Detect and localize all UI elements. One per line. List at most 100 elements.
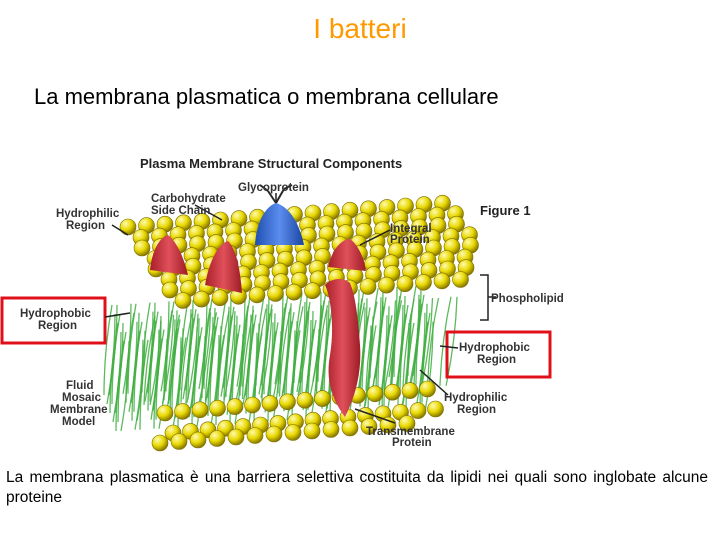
label-integral-1: Integral (390, 223, 432, 235)
label-phospholipid: Phospholipid (491, 293, 564, 305)
lipid-head (360, 418, 378, 435)
lipid-tail (424, 321, 434, 412)
lipid-head (396, 275, 414, 292)
lipid-tail (185, 318, 195, 409)
label-fluid-4: Model (62, 416, 95, 428)
peripheral-protein-left (150, 235, 188, 275)
lipid-head (303, 422, 321, 440)
lipid-head (384, 383, 401, 401)
lipid-tail (415, 294, 425, 385)
integral-protein-center (205, 241, 242, 293)
lipid-head (304, 282, 321, 299)
lipid-tail (426, 297, 440, 388)
lipid-tail (191, 336, 201, 427)
lipid-head (398, 415, 416, 432)
lipid-head (379, 416, 397, 434)
lipid-head (401, 382, 419, 399)
transmembrane-protein (325, 279, 361, 417)
label-hydrophobic-left-2: Region (38, 320, 77, 332)
lipid-tail (386, 324, 396, 415)
lipid-tail (171, 319, 181, 410)
lipid-tail (172, 337, 182, 428)
lipid-head (279, 393, 296, 411)
leader-lines (104, 193, 496, 424)
lipid-tail (223, 315, 233, 406)
lipid-head (208, 430, 226, 447)
label-integral-2: Protein (390, 234, 430, 246)
lipid-tail (399, 304, 409, 396)
lipid-tail (299, 310, 309, 402)
lipid-head (285, 283, 303, 301)
lipid-tail (261, 313, 271, 404)
lipid-tail (383, 300, 397, 390)
lipid-tail (225, 306, 235, 397)
lipid-tail (165, 301, 175, 392)
lipid-head (261, 395, 279, 412)
label-hydrophilic-bottom-1: Hydrophilic (444, 392, 508, 404)
glycoprotein-carbohydrate (259, 184, 293, 204)
figure-heading: Plasma Membrane Structural Components (140, 156, 402, 171)
label-hydrophobic-right-2: Region (477, 354, 516, 366)
lipid-tail (133, 321, 143, 412)
lipid-tail (153, 338, 163, 429)
label-carbohydrate-1: Carbohydrate (151, 193, 226, 205)
lipid-tail (272, 331, 282, 422)
lipid-tail (367, 325, 377, 416)
lipid-tail (285, 312, 295, 403)
lipid-head (452, 271, 469, 288)
lipid-head (433, 272, 451, 290)
glycoprotein-shape (255, 203, 304, 245)
lipid-tail (111, 313, 121, 405)
lipid-tail (147, 320, 157, 411)
lipid-head (193, 290, 210, 308)
lipid-tail (291, 330, 301, 421)
lipid-tail (120, 340, 130, 432)
lipid-tail (131, 330, 141, 421)
label-fluid-3: Membrane (50, 404, 108, 416)
lipid-head (415, 274, 432, 291)
lipid-tail (405, 322, 415, 414)
integral-protein-right (328, 239, 366, 271)
lipid-tail (315, 305, 329, 395)
lipid-head (156, 404, 174, 422)
label-transmembrane-2: Protein (392, 437, 432, 449)
lipid-tail (210, 334, 220, 426)
label-carbohydrate-2: Side Chain (151, 205, 210, 217)
lipid-tail (117, 331, 127, 423)
lipid-head (244, 396, 261, 414)
lipid-head (419, 380, 436, 398)
lipid-tail (286, 330, 296, 421)
lipid-head (427, 400, 444, 418)
lipid-head (248, 286, 266, 304)
lipid-head (296, 391, 314, 409)
lipid-tail (247, 314, 257, 405)
lipid-head (191, 401, 209, 419)
label-hydrophilic-top-1: Hydrophilic (56, 208, 120, 220)
lipid-head (366, 385, 384, 403)
lipid-tail (362, 325, 372, 416)
label-hydrophilic-top-2: Region (66, 220, 105, 232)
lipid-tail (248, 332, 258, 423)
lipid-head (151, 434, 169, 452)
highlight-box-left (0, 296, 107, 345)
label-glycoprotein: Glycoprotein (238, 182, 309, 194)
slide-title: I batteri (313, 13, 407, 44)
lipid-tail (253, 332, 263, 423)
lipid-tail (209, 316, 219, 408)
bottom-lipid-heads (151, 380, 444, 452)
lipid-tail (305, 328, 315, 420)
lipid-head (211, 289, 229, 306)
lipid-head (170, 433, 188, 450)
lipid-tail (139, 339, 149, 430)
lipid-tail (115, 340, 125, 432)
lipid-tail (127, 303, 137, 394)
lipid-tail (439, 296, 452, 386)
lipid-tail (241, 296, 251, 387)
lipid-head (314, 390, 331, 407)
lipid-tail (361, 307, 371, 398)
lipid-tail (134, 339, 144, 430)
lipid-head (409, 402, 427, 419)
lipid-head (284, 424, 302, 441)
membrane-diagram: Plasma Membrane Structural Components Fi… (0, 156, 564, 452)
lipid-head (161, 281, 179, 299)
